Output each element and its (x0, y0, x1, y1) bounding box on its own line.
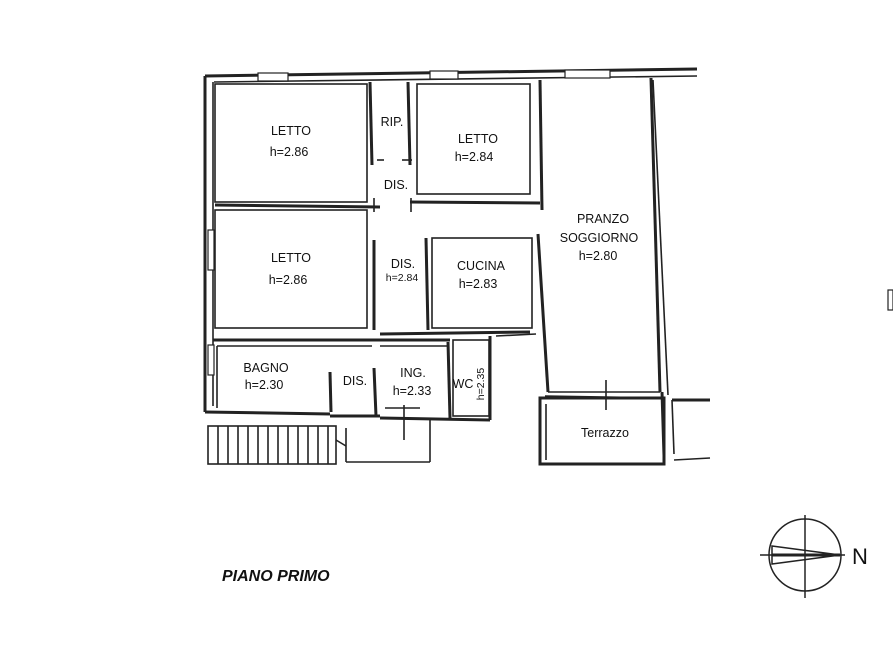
room-label: DIS. (343, 374, 367, 388)
room-label: BAGNO (243, 361, 288, 375)
room-letto-1: LETTO h=2.86 (214, 83, 368, 203)
room-cucina: CUCINA h=2.83 (431, 237, 533, 329)
room-pranzo-soggiorno: PRANZO SOGGIORNO h=2.80 (536, 79, 663, 410)
room-terrazzo: Terrazzo (538, 396, 711, 466)
room-wc: WC h=2.35 (452, 333, 537, 420)
room-label: SOGGIORNO (560, 231, 639, 245)
room-label: WC (453, 377, 474, 391)
room-height: h=2.86 (270, 145, 309, 159)
compass-north-label: N (852, 544, 868, 569)
room-height: h=2.80 (579, 249, 618, 263)
room-bagno: BAGNO h=2.30 (213, 338, 450, 413)
room-letto-2: LETTO h=2.84 (416, 83, 531, 195)
room-label: Terrazzo (581, 426, 629, 440)
room-dis-3: DIS. (343, 367, 378, 417)
staircase (207, 420, 431, 465)
room-height: h=2.84 (455, 150, 494, 164)
room-letto-3: LETTO h=2.86 (214, 209, 368, 329)
room-height: h=2.86 (269, 273, 308, 287)
room-label: LETTO (271, 251, 311, 265)
room-height: h=2.33 (393, 384, 432, 398)
room-height: h=2.84 (386, 272, 419, 284)
room-label: PRANZO (577, 212, 629, 226)
room-label: CUCINA (457, 259, 506, 273)
room-label: DIS. (391, 257, 415, 271)
room-label: LETTO (271, 124, 311, 138)
room-height: h=2.35 (475, 368, 487, 401)
compass-icon: N (760, 515, 868, 598)
room-label: DIS. (384, 178, 408, 192)
room-height: h=2.83 (459, 277, 498, 291)
room-rip: RIP. (368, 81, 412, 166)
room-ingresso: ING. h=2.33 (380, 341, 452, 440)
room-dis-1: DIS. (214, 178, 541, 212)
room-label: RIP. (381, 115, 404, 129)
room-height: h=2.30 (245, 378, 284, 392)
room-dis-2: DIS. h=2.84 (372, 237, 531, 336)
floor-title: PIANO PRIMO (222, 568, 330, 585)
windows (207, 69, 893, 376)
room-label: ING. (400, 366, 426, 380)
room-label: LETTO (458, 132, 498, 146)
